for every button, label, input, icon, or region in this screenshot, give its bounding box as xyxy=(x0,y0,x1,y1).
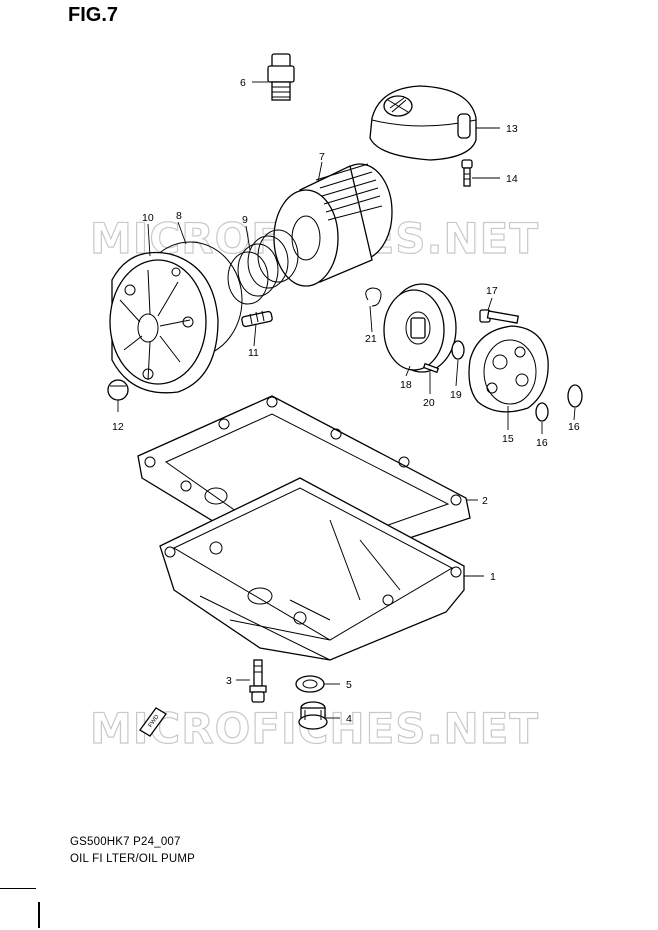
callout-13: 13 xyxy=(506,123,518,135)
callout-7: 7 xyxy=(319,151,325,163)
callout-19: 19 xyxy=(450,389,462,401)
callout-20: 20 xyxy=(423,397,435,409)
part-16-o-ring-b xyxy=(567,384,583,408)
callout-14: 14 xyxy=(506,173,518,185)
part-7-oil-filter xyxy=(273,163,393,287)
callout-9: 9 xyxy=(242,214,248,226)
figure-title: FIG.7 xyxy=(68,4,119,26)
part-17-bolt xyxy=(479,309,520,324)
part-12-cap-nut xyxy=(107,379,129,401)
part-16-o-ring-a xyxy=(535,402,549,422)
part-18-pump-gear xyxy=(383,283,457,373)
part-9-spring xyxy=(227,229,299,305)
part-20-pin xyxy=(422,362,440,374)
page-edge-mark xyxy=(38,902,40,928)
part-5-washer xyxy=(295,675,325,693)
callout-17: 17 xyxy=(486,285,498,297)
callout-2: 2 xyxy=(482,495,488,507)
caption-code: GS500HK7 P24_007 xyxy=(70,836,181,848)
part-21-circlip xyxy=(365,287,382,307)
callout-15: 15 xyxy=(502,433,514,445)
callout-10: 10 xyxy=(142,212,154,224)
callout-12: 12 xyxy=(112,421,124,433)
part-13-filter-cap xyxy=(369,85,477,161)
callout-16a: 16 xyxy=(536,437,548,449)
callout-1: 1 xyxy=(490,571,496,583)
part-15-oil-pump xyxy=(468,325,549,413)
callout-6: 6 xyxy=(240,77,246,89)
callout-4: 4 xyxy=(346,713,352,725)
callout-21: 21 xyxy=(365,333,377,345)
part-11-stud xyxy=(241,310,273,328)
callout-3: 3 xyxy=(226,675,232,687)
part-19-washer xyxy=(451,340,465,360)
caption-name: OIL FI LTER/OIL PUMP xyxy=(70,853,195,865)
callout-11: 11 xyxy=(248,347,259,359)
part-4-drain-plug xyxy=(298,701,328,730)
callout-18: 18 xyxy=(400,379,412,391)
part-1-oil-pan xyxy=(159,477,465,661)
leader-lines xyxy=(117,81,576,719)
callout-8: 8 xyxy=(176,210,182,222)
part-3-bolt xyxy=(249,659,267,703)
part-6-pressure-switch xyxy=(267,53,295,101)
page-edge-line xyxy=(0,888,36,889)
forward-arrow-icon: FWD xyxy=(139,707,167,737)
part-10-filter-cover xyxy=(109,251,219,394)
part-14-bolt xyxy=(461,159,473,187)
callout-5: 5 xyxy=(346,679,352,691)
callout-16b: 16 xyxy=(568,421,580,433)
